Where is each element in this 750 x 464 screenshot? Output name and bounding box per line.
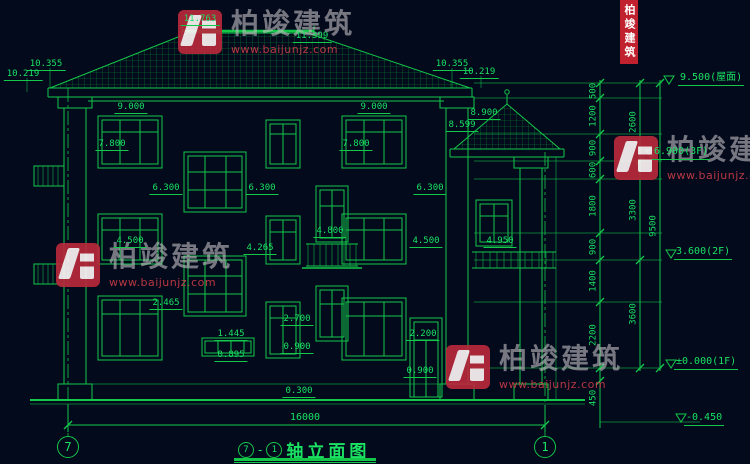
axis-bubble-7: 7	[57, 436, 79, 458]
chain-dim-label: 3600	[628, 303, 639, 325]
dim-label: 2.700	[280, 314, 314, 327]
watermark-url: www.baijunjz.com	[231, 43, 339, 56]
dim-label: 10.219	[459, 67, 499, 80]
dim-label: 1.445	[214, 329, 248, 342]
watermark-brand: 柏竣建筑	[231, 7, 356, 40]
watermark-text: 柏竣建筑 www.baijunjz.com	[499, 342, 624, 392]
dim-label: 9.000	[114, 102, 148, 115]
dim-label: 4.950	[483, 236, 517, 249]
dim-label: 6.300	[149, 183, 183, 196]
level-label: -0.450	[684, 412, 725, 426]
level-label: 3.600(2F)	[674, 246, 733, 260]
red-banner-text: 柏竣建筑	[623, 4, 636, 60]
dim-label: 11.763	[180, 14, 220, 27]
red-banner: 柏竣建筑	[620, 0, 638, 64]
dim-label: 8.599	[445, 120, 479, 133]
dim-label: 4.800	[313, 226, 347, 239]
dim-label: 4.500	[409, 236, 443, 249]
title-axis-1: 1	[266, 441, 283, 458]
drawing-title: 7 - 1 轴立面图	[238, 437, 370, 462]
dim-label: 0.900	[280, 342, 314, 355]
dim-label: 0.900	[403, 366, 437, 379]
chain-dim-label: 900	[588, 139, 599, 157]
dim-label: 7.800	[95, 139, 129, 152]
roof	[47, 26, 565, 158]
watermark: 柏竣建筑 www.baijunjz.com	[614, 136, 750, 182]
axis-bubble-7-label: 7	[64, 440, 72, 454]
dim-label: 0.300	[282, 386, 316, 399]
dim-label: 10.219	[3, 69, 43, 82]
dim-label: 6.300	[245, 183, 279, 196]
dim-label: 10.355	[26, 59, 66, 72]
axis-bubble-1: 1	[534, 436, 556, 458]
level-label: ±0.000(1F)	[674, 356, 739, 370]
baijun-logo-icon	[614, 136, 658, 180]
dim-label: 2.200	[406, 329, 440, 342]
chain-dim-label: 1800	[588, 195, 599, 217]
watermark-url: www.baijunjz.com	[667, 169, 750, 182]
watermark: 柏竣建筑 www.baijunjz.com	[56, 243, 233, 289]
windows-and-doors	[97, 115, 556, 398]
chain-dim-label: 2200	[588, 324, 599, 346]
watermark-url: www.baijunjz.com	[499, 378, 607, 391]
chain-dim-label: 900	[588, 238, 599, 256]
watermark-brand: 柏竣建筑	[499, 342, 624, 375]
title-underline-thin	[234, 462, 376, 463]
baijun-logo-icon	[56, 243, 100, 287]
overall-dim-label: 16000	[289, 412, 321, 423]
watermark-text: 柏竣建筑 www.baijunjz.com	[109, 240, 234, 290]
chain-dim-label: 1400	[588, 270, 599, 292]
chain-dim-label: 450	[588, 389, 599, 407]
chain-dim-label: 9500	[648, 215, 659, 237]
dim-label: 10.355	[432, 59, 472, 72]
dim-label: 7.800	[339, 139, 373, 152]
baijun-logo-icon	[446, 345, 490, 389]
dim-label: 2.465	[149, 298, 183, 311]
level-label: 9.500(屋面)	[678, 72, 745, 86]
baijun-logo-icon	[178, 10, 222, 54]
dim-label: 6.300	[413, 183, 447, 196]
title-underline-thick	[234, 458, 376, 461]
chain-dim-label: 2600	[628, 111, 639, 133]
walls-and-columns	[30, 96, 585, 405]
dim-label: 4.500	[113, 236, 147, 249]
title-separator: -	[258, 442, 263, 457]
dim-label: 11.399	[292, 31, 332, 44]
watermark-brand: 柏竣建筑	[109, 240, 234, 273]
chain-dim-label: 600	[588, 161, 599, 179]
watermark-url: www.baijunjz.com	[109, 276, 217, 289]
chain-dim-label: 1200	[588, 105, 599, 127]
dim-label: 4.265	[243, 243, 277, 256]
title-axis-7: 7	[238, 441, 254, 458]
dim-label: 9.000	[357, 102, 391, 115]
watermark-text: 柏竣建筑 www.baijunjz.com	[231, 7, 356, 57]
dim-label: 8.900	[467, 108, 501, 121]
axis-bubble-1-label: 1	[541, 440, 549, 454]
chain-dim-label: 500	[588, 82, 599, 100]
title-text: 轴立面图	[286, 442, 371, 462]
dim-label: 0.895	[214, 350, 248, 363]
level-label: 6.900(3F)	[652, 146, 711, 160]
watermark: 柏竣建筑 www.baijunjz.com	[446, 345, 623, 391]
chain-dim-label: 3300	[628, 199, 639, 221]
watermark: 柏竣建筑 www.baijunjz.com	[178, 10, 355, 56]
